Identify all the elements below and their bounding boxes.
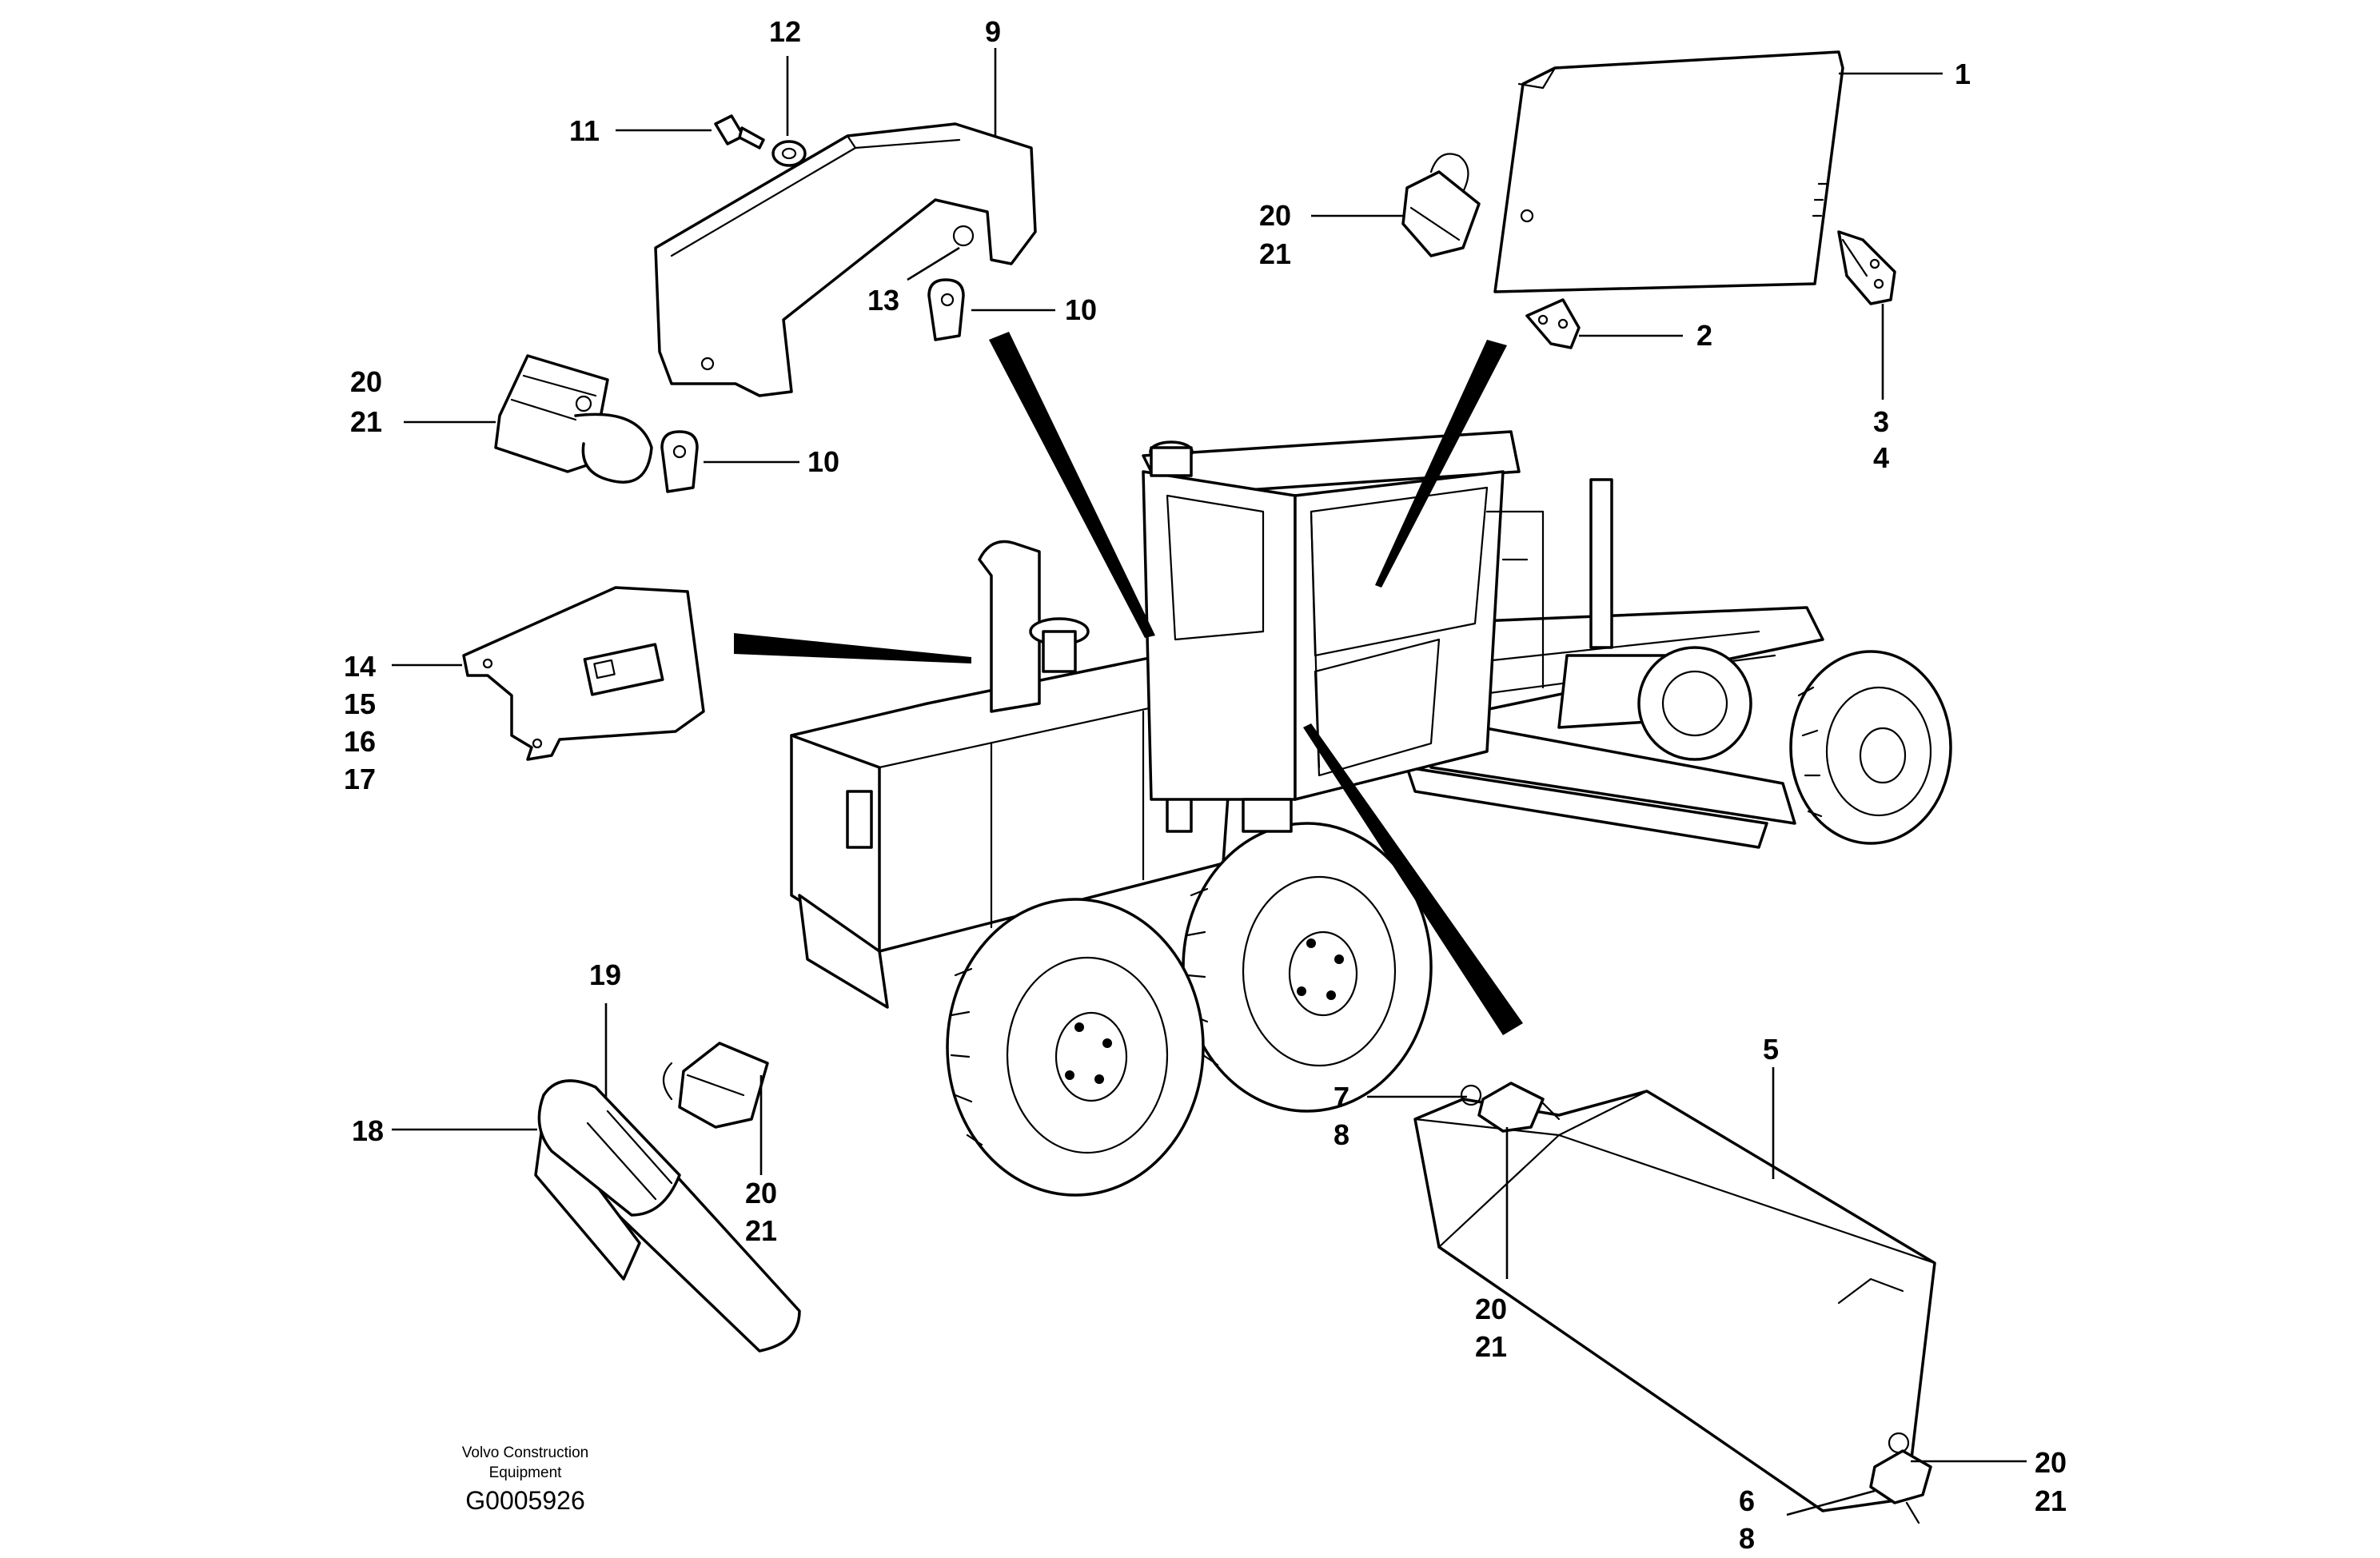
callout-21-lower-left: 21	[745, 1214, 777, 1247]
part-14-17-plate	[392, 586, 705, 761]
padlock-tool-box-top	[1367, 1082, 1561, 1279]
callout-19: 19	[589, 958, 621, 991]
part-11-screw	[616, 114, 765, 149]
padlock-lower-left	[662, 1042, 769, 1175]
callout-21-upper-left: 21	[350, 405, 382, 438]
callout-8-bottom: 8	[1739, 1522, 1755, 1555]
rear-wheel-front	[1182, 822, 1433, 1113]
rear-wheel-rear	[946, 898, 1205, 1197]
caption-company-line1: Volvo Construction	[462, 1444, 588, 1461]
callout-20-bottom-right: 20	[2035, 1446, 2067, 1479]
callout-1: 1	[1955, 58, 1971, 90]
part-5-tool-box	[1413, 1067, 1936, 1512]
callout-2: 2	[1696, 319, 1712, 352]
operator-cab	[1142, 430, 1545, 833]
part-1-cover-panel	[1493, 50, 1943, 293]
part-13-leader	[907, 246, 960, 281]
callout-20-lower-left: 20	[745, 1177, 777, 1209]
part-12-washer	[771, 56, 807, 167]
callout-10-lower: 10	[807, 445, 839, 478]
callout-4: 4	[1873, 441, 1889, 474]
callout-14: 14	[344, 650, 376, 683]
callout-7: 7	[1334, 1081, 1349, 1114]
callout-18: 18	[352, 1114, 384, 1147]
location-pointers	[734, 332, 1523, 1035]
drawing-caption: Volvo Construction Equipment G0005926	[462, 1444, 588, 1515]
callout-labels: 1 2 3 4 20 21 12 9 11 13 10 20 21 10 14 …	[344, 15, 2067, 1555]
part-10-tab-lower	[660, 430, 799, 493]
padlock-tool-box-bottom	[1786, 1432, 2027, 1524]
callout-20-top-middle: 20	[1259, 199, 1291, 232]
caption-company-line2: Equipment	[489, 1464, 563, 1481]
part-18-19-tube-holder	[392, 1003, 801, 1353]
front-wheel	[1789, 650, 1952, 845]
callout-15: 15	[344, 687, 376, 720]
callout-20-upper-left: 20	[350, 365, 382, 398]
callout-17: 17	[344, 763, 376, 795]
callout-21-tool-box: 21	[1475, 1330, 1507, 1363]
padlock-top-middle	[1311, 153, 1481, 257]
motor-grader-illustration	[790, 430, 1952, 1197]
callout-20-tool-box: 20	[1475, 1293, 1507, 1325]
part-10-tab-upper	[927, 278, 1055, 341]
callout-5: 5	[1763, 1033, 1779, 1066]
grader-blade	[1405, 766, 1768, 849]
grader-front-frame	[1421, 478, 1824, 825]
drawing-number: G0005926	[465, 1486, 584, 1515]
callout-8-top: 8	[1334, 1118, 1349, 1151]
callout-16: 16	[344, 725, 376, 758]
part-9-guard	[654, 48, 1037, 397]
callout-3: 3	[1873, 405, 1889, 438]
callout-9: 9	[985, 15, 1001, 48]
padlock-upper-left	[404, 354, 653, 484]
callout-21-top-middle: 21	[1259, 237, 1291, 270]
callout-12: 12	[769, 15, 801, 48]
callout-10-upper: 10	[1065, 293, 1097, 326]
part-3-4-latch-plate	[1837, 230, 1896, 400]
callout-21-bottom-right: 21	[2035, 1484, 2067, 1517]
callout-11: 11	[569, 114, 600, 147]
callout-13: 13	[867, 284, 899, 317]
callout-6: 6	[1739, 1484, 1755, 1517]
part-2-bracket	[1525, 298, 1683, 349]
